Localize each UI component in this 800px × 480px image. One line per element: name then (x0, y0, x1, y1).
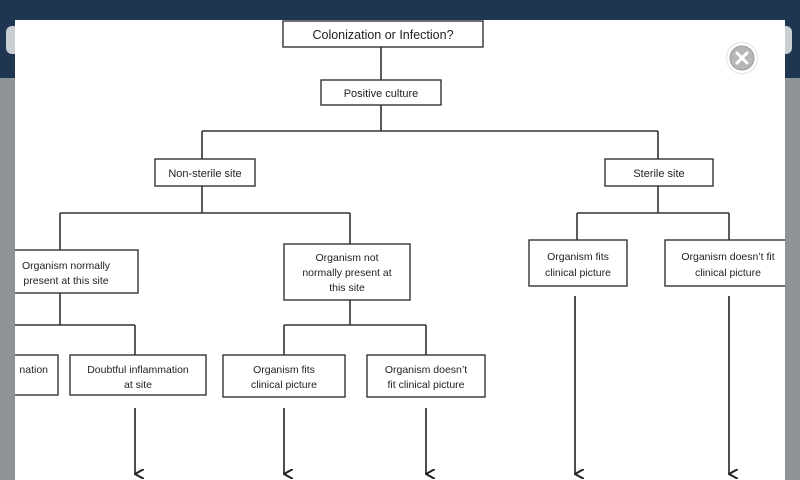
node-not-normally-present-line2: normally present at (302, 267, 391, 279)
box-organism-not-normally-present (283, 243, 411, 301)
box-positive-culture (320, 79, 442, 106)
node-not-normally-present-line1: Organism not (315, 252, 378, 264)
box-nn-doesnt-fit (366, 354, 486, 398)
node-not-normally-present-line3: this site (329, 282, 365, 294)
close-button[interactable] (727, 43, 757, 73)
flowchart-boxes (15, 20, 785, 398)
flowchart-diagram: Colonization or Infection? Positive cult… (15, 20, 785, 480)
box-sterile-doesnt-fit (664, 239, 785, 287)
box-partial-inflammation (15, 354, 59, 396)
node-sterile-site: Sterile site (633, 168, 684, 180)
node-positive-culture: Positive culture (344, 88, 419, 100)
node-doubtful-line2: at site (124, 379, 152, 391)
node-partial-inflammation: nation (19, 364, 48, 376)
node-normally-present-line1: Organism normally (22, 260, 111, 272)
box-organism-normally-present (15, 249, 139, 294)
close-icon (729, 45, 755, 71)
box-sterile-fits (528, 239, 628, 287)
arrows (135, 296, 729, 474)
node-normally-present-line2: present at this site (23, 275, 108, 287)
box-doubtful-inflammation (69, 354, 207, 396)
connector-lines (15, 47, 730, 355)
node-sterile-fits-line1: Organism fits (547, 251, 609, 263)
image-lightbox: Colonization or Infection? Positive cult… (15, 20, 785, 480)
node-sterile-doesnt-fit-line1: Organism doesn’t fit (681, 251, 774, 263)
box-root (282, 20, 484, 48)
box-nn-fits (222, 354, 346, 398)
node-non-sterile-site: Non-sterile site (168, 168, 241, 180)
node-nn-fits-line1: Organism fits (253, 364, 315, 376)
box-non-sterile-site (154, 158, 256, 187)
node-sterile-doesnt-fit-line2: clinical picture (695, 267, 761, 279)
node-doubtful-line1: Doubtful inflammation (87, 364, 189, 376)
node-nn-fits-line2: clinical picture (251, 379, 317, 391)
node-sterile-fits-line2: clinical picture (545, 267, 611, 279)
box-sterile-site (604, 158, 714, 187)
node-root: Colonization or Infection? (312, 28, 453, 42)
node-nn-doesnt-fit-line1: Organism doesn’t (385, 364, 467, 376)
node-nn-doesnt-fit-line2: fit clinical picture (387, 379, 464, 391)
